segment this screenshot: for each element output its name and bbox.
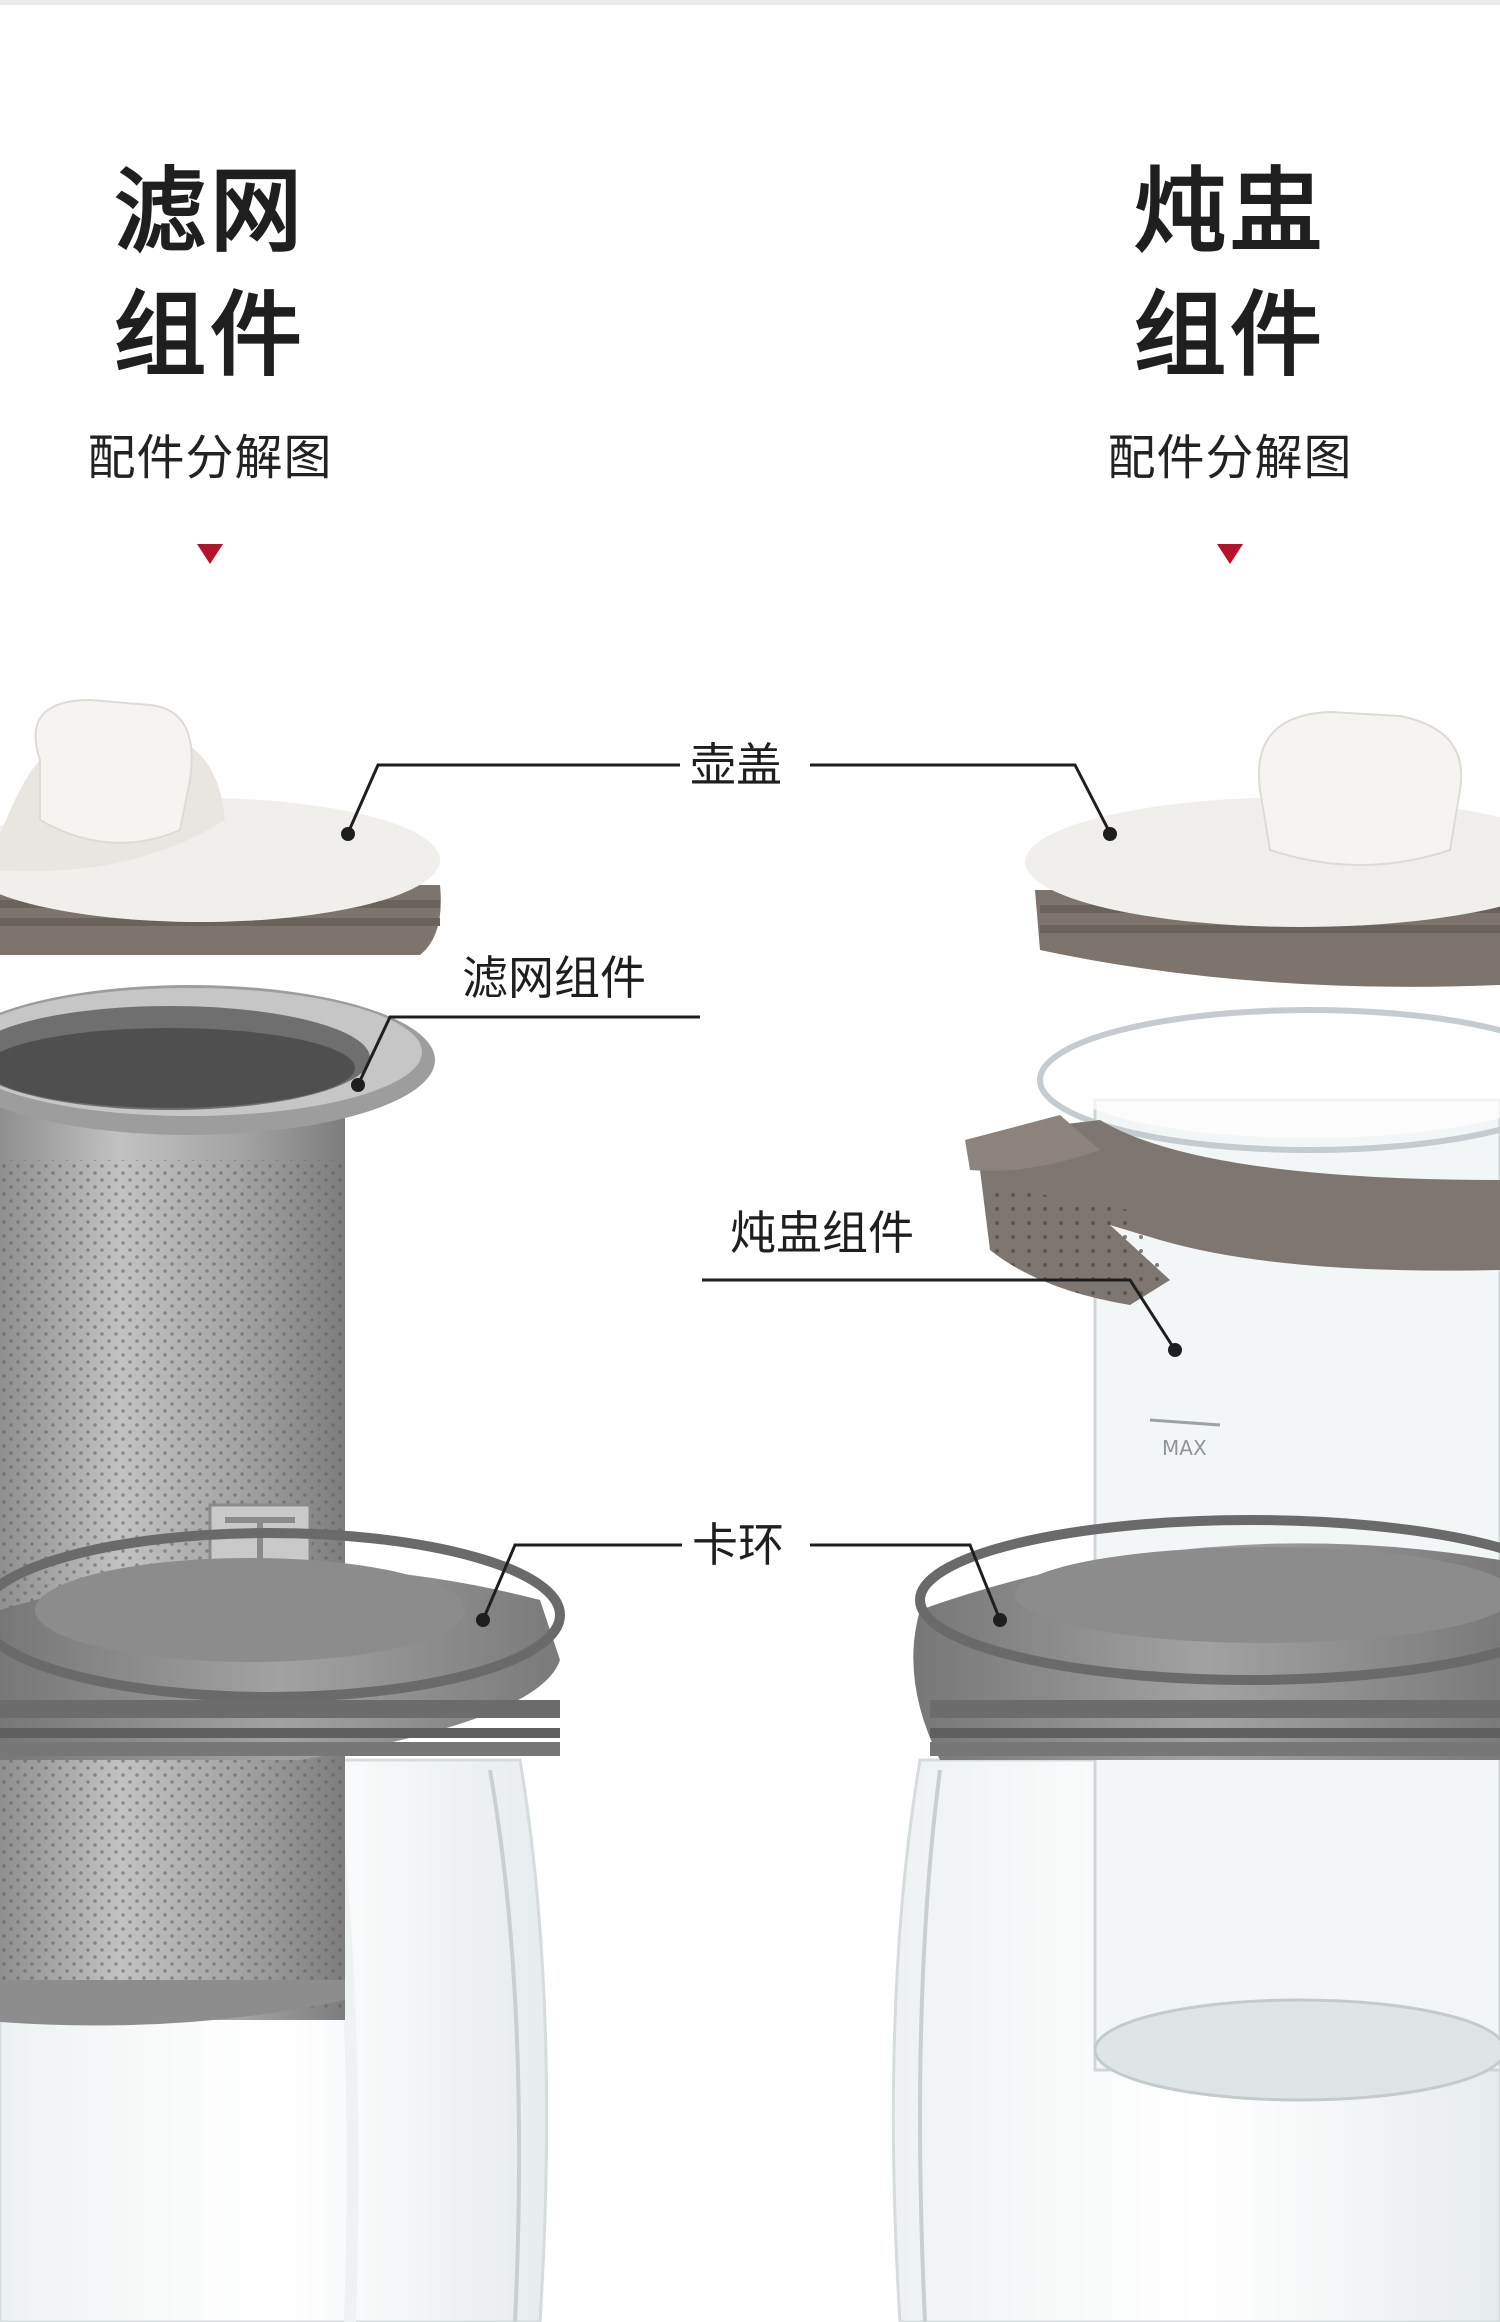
callout-filter-assembly: 滤网组件 <box>452 950 656 1006</box>
left-title-line2: 组件 <box>113 282 306 389</box>
left-teapot-assembly <box>0 698 565 2322</box>
callout-lid: 壶盖 <box>680 737 792 793</box>
max-mark: MAX <box>1162 1436 1207 1460</box>
callout-dots <box>341 827 1182 1627</box>
right-title-line1: 炖盅 <box>1133 158 1326 265</box>
right-subtitle: 配件分解图 <box>1107 430 1353 486</box>
right-title-line2: 组件 <box>1133 282 1326 389</box>
left-subtitle: 配件分解图 <box>87 430 333 486</box>
right-heading: 炖盅 组件 配件分解图 <box>1100 150 1360 564</box>
top-divider <box>0 0 1500 5</box>
callout-stew-cup-assembly: 炖盅组件 <box>720 1205 924 1261</box>
stew-cup-strainer-tab <box>990 1185 1170 1305</box>
left-heading: 滤网 组件 配件分解图 <box>80 150 340 564</box>
right-teapot-assembly: MAX <box>891 710 1500 2322</box>
right-lid-knob <box>1257 710 1463 866</box>
callout-clamp-ring: 卡环 <box>682 1517 794 1573</box>
left-down-triangle-icon <box>197 544 223 564</box>
left-title-line1: 滤网 <box>113 158 306 265</box>
right-down-triangle-icon <box>1217 544 1243 564</box>
callout-leader-lines <box>346 763 1177 1621</box>
left-lid-knob <box>34 698 193 844</box>
